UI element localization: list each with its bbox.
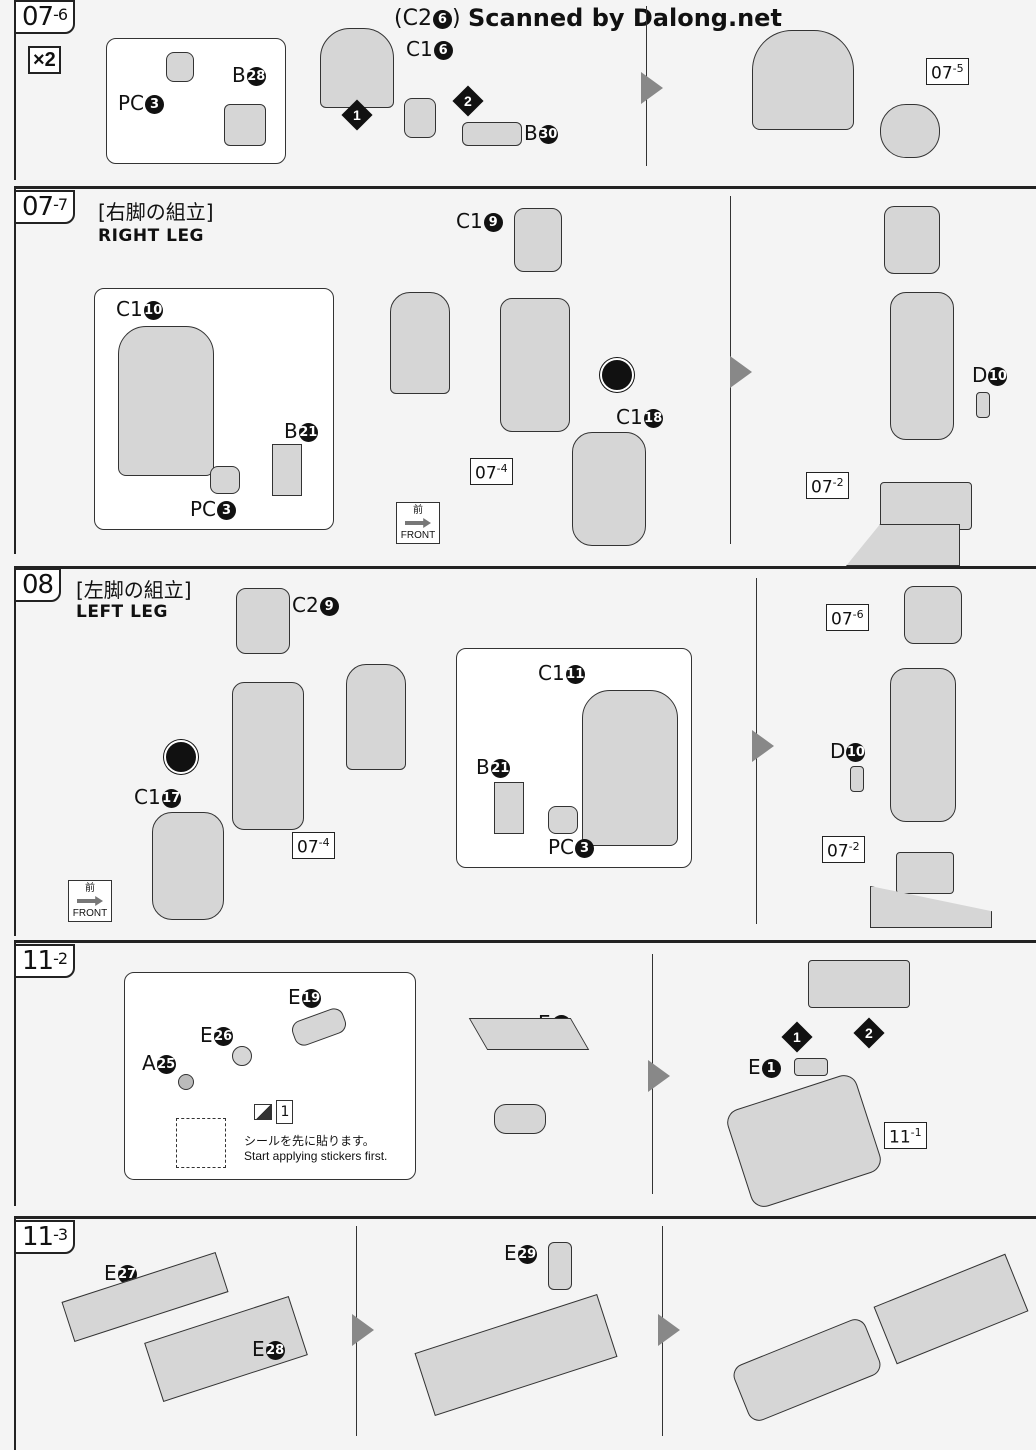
label-e19: E19 [288,985,321,1009]
label-c117: C117 [134,785,181,809]
next-arrow [648,1060,670,1092]
ref-11-1: 11-1 [884,1122,927,1149]
d10-part [850,766,864,792]
launcher-body [723,1071,885,1211]
next-arrow [730,356,752,388]
hip-joint-part [896,852,954,894]
ref-07-4: 07-4 [470,458,513,485]
sticker-marker [600,358,634,392]
label-b30: B30 [524,121,558,145]
label-c111: C111 [538,661,585,685]
a25-part [178,1074,194,1090]
ref-07-6: 07-6 [826,604,869,631]
c117-part [152,812,224,920]
c16-part [320,28,394,108]
next-arrow [352,1314,374,1346]
inset-panel [124,972,416,1180]
ref-07-2: 07-2 [822,836,865,863]
step-number: 07-7 [14,190,76,224]
b28-part [224,104,266,146]
e26-part [232,1046,252,1066]
thigh-part [500,298,570,432]
base-part [846,524,960,566]
sticker-label: 1 [254,1100,294,1124]
knee-part [880,104,940,158]
e29-part [548,1242,572,1290]
order-2: 2 [853,1017,885,1049]
next-arrow [641,72,663,104]
label-b21: B21 [476,755,510,779]
pc3-part [548,806,578,834]
step-number: 07-6 [14,0,76,34]
label-b28: B28 [232,63,266,87]
sticker-marker [164,740,198,774]
section-title-jp: [右脚の組立] [98,200,214,224]
watermark: Scanned by Dalong.net [468,4,782,32]
c118-part [572,432,646,546]
section-title-en: RIGHT LEG [98,226,205,246]
label-d10: D10 [972,363,1008,387]
assembled-knee [884,206,940,274]
assembled-thigh [890,668,956,822]
assembled-thigh [890,292,954,440]
c19-part [514,208,562,272]
pc3-part [210,466,240,494]
b21-part [272,444,302,496]
order-2: 2 [452,85,484,117]
sticker-note: シールを先に貼ります。 Start applying stickers firs… [244,1134,388,1163]
step-number: 08 [14,568,62,602]
c29-part [236,588,290,654]
rifle-body [414,1293,618,1417]
step-number: 11-2 [14,944,76,978]
top-rail-part [808,960,910,1008]
sticker-preview [176,1118,226,1168]
pc-joint-part [166,52,194,82]
ref-07-4: 07-4 [292,832,335,859]
label-a25: A25 [142,1051,176,1075]
c111-part [582,690,678,846]
label-e26: E26 [200,1023,233,1047]
b30-part [462,122,522,146]
pc-joint-part-2 [404,98,436,138]
hip-joint-part [880,482,972,530]
shell-part [390,292,450,394]
label-d10: D10 [830,739,866,763]
label-c118: C118 [616,405,663,429]
b21-part [494,782,524,834]
ref-07-5: 07-5 [926,58,969,85]
d10-part [976,392,990,418]
multiplier-badge: ×2 [28,46,61,74]
ref-07-2: 07-2 [806,472,849,499]
next-arrow [752,730,774,762]
order-1: 1 [781,1021,813,1053]
rifle-assembled [873,1253,1029,1365]
next-arrow [658,1314,680,1346]
e4-part [468,1018,590,1050]
grip-part [494,1104,546,1134]
label-b21: B21 [284,419,318,443]
section-title-en: LEFT LEG [76,602,168,622]
label-e28: E28 [252,1337,285,1361]
step-number: 11-3 [14,1220,76,1254]
thigh-part [232,682,304,830]
c110-part [118,326,214,476]
assembled-knee [904,586,962,644]
section-title-jp: [左脚の組立] [76,578,192,602]
shell-part [346,664,406,770]
label-c110: C110 [116,297,163,321]
e1-part [794,1058,828,1076]
assembled-shell [752,30,854,130]
label-e29: E29 [504,1241,537,1265]
launcher-assembled [729,1315,885,1425]
